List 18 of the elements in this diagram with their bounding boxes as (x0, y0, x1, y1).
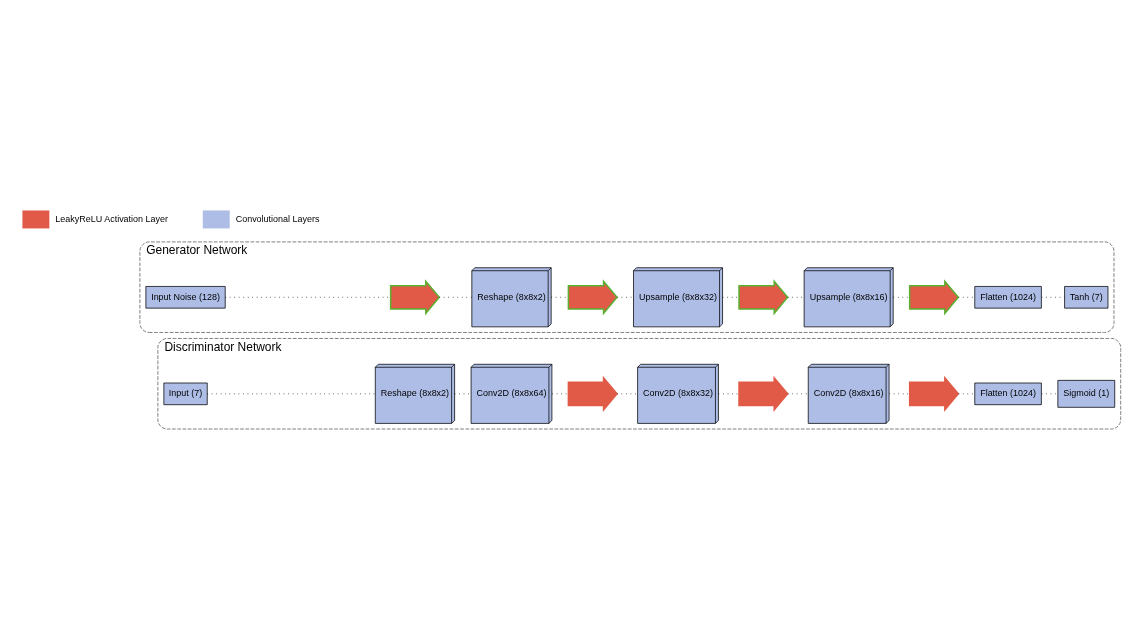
node-arrow (738, 278, 789, 315)
node-box: Tanh (7) (1064, 285, 1109, 309)
node-box: Input (7) (163, 382, 208, 405)
node-arrow (567, 278, 618, 315)
legend-label: LeakyReLU Activation Layer (55, 213, 168, 224)
connector (439, 296, 473, 298)
node-arrow (389, 278, 441, 315)
node-box: Input Noise (128) (145, 285, 226, 309)
connector (616, 392, 638, 394)
node-arrow (908, 375, 960, 412)
node-box: Flatten (1024) (974, 285, 1042, 309)
node-arrow (567, 375, 618, 412)
node-arrow (738, 375, 789, 412)
node-box: Sigmoid (1) (1057, 379, 1116, 408)
connector (225, 296, 391, 298)
node-box: Flatten (1024) (974, 382, 1042, 405)
node-arrow (908, 278, 960, 315)
legend-label: Convolutional Layers (235, 213, 320, 224)
